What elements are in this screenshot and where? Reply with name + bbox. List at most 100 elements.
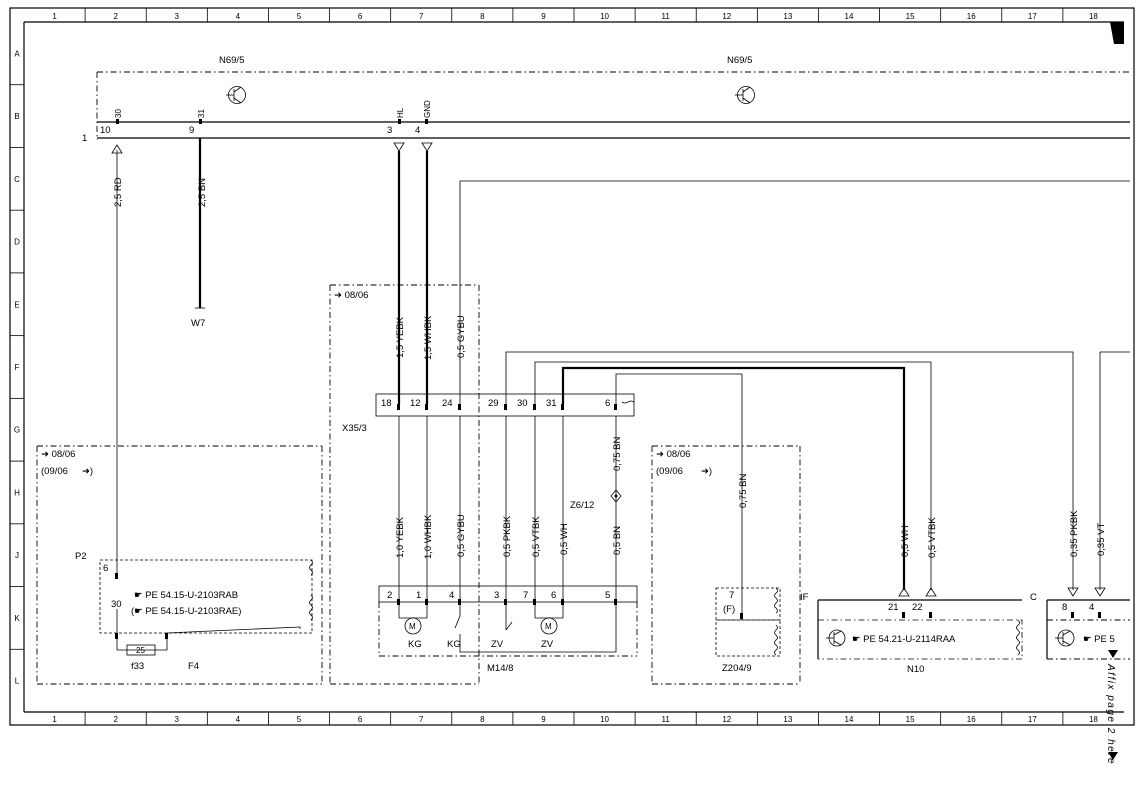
grid-column-label: 7 xyxy=(419,715,424,724)
z204-pin-marker xyxy=(740,613,743,619)
x35-pin-markers xyxy=(397,404,617,410)
grid-column-label: 14 xyxy=(845,715,854,724)
x35-pin: 6 xyxy=(605,398,610,409)
spring-icon xyxy=(621,400,635,404)
line-number: 1 xyxy=(82,133,87,144)
grid-column-label: 3 xyxy=(175,715,180,724)
n10-pin-marker xyxy=(929,612,932,618)
grid-column-label: 5 xyxy=(297,715,302,724)
n69-pin-number: 3 xyxy=(387,125,392,136)
transistor-icon xyxy=(735,86,755,104)
arrow-down-icon xyxy=(393,142,405,152)
n10-pin: 22 xyxy=(912,602,923,613)
grid-column-label: 5 xyxy=(297,12,302,21)
wire-label-pkbk035: 0,35 PKBK xyxy=(1069,510,1080,557)
p2-pin: 30 xyxy=(111,599,122,610)
wire-label-bn075b: 0,75 BN xyxy=(738,474,749,508)
frame-border xyxy=(9,7,1135,726)
splice-dot xyxy=(614,494,618,498)
n69-pin: 31 9 xyxy=(189,109,206,136)
wire-label-n10vtbk: 0,5 VTBK xyxy=(927,517,938,558)
w7-label: W7 xyxy=(191,318,205,329)
grid-column-label: 6 xyxy=(358,12,363,21)
x35-pin: 12 xyxy=(410,398,421,409)
n69-pin-name: HL xyxy=(396,107,405,118)
grid-column-label: 2 xyxy=(113,12,118,21)
spring-icon xyxy=(774,587,778,656)
n69-pin: GND 4 xyxy=(415,100,432,136)
wire-label-pkbk: 0,5 PKBK xyxy=(502,515,513,557)
wire-label-vt035: 0,35 VT xyxy=(1096,523,1107,556)
p2-reference-a: ☛ PE 54.15-U-2103RAB xyxy=(134,590,238,601)
grid-column-label: 2 xyxy=(113,715,118,724)
n10-label: N10 xyxy=(907,664,924,675)
wire-bn-loop xyxy=(615,373,743,620)
spring-icon xyxy=(309,559,313,621)
grid-row-label: D xyxy=(14,238,20,247)
p2-pin-marker xyxy=(115,633,118,639)
grid-column-label: 16 xyxy=(967,715,976,724)
z204-label: Z204/9 xyxy=(722,663,752,674)
m14-pin: 1 xyxy=(416,590,421,601)
grid-column-label: 12 xyxy=(722,12,731,21)
kg-motor-wiring xyxy=(398,605,428,619)
grid-column-label: 13 xyxy=(783,715,792,724)
grid-row-label: J xyxy=(15,551,19,560)
right-pin: 8 xyxy=(1062,602,1067,613)
n10-if-label: IF xyxy=(800,592,809,603)
n69-pin-number: 10 xyxy=(100,125,111,136)
grid-column-label: 1 xyxy=(52,715,57,724)
wire-wh-loop xyxy=(561,366,906,590)
z204-body xyxy=(715,619,781,657)
grid-column-label: 15 xyxy=(906,12,915,21)
motor-icon xyxy=(540,617,558,635)
n69-pin-number: 4 xyxy=(415,125,420,136)
zv-switch-icon xyxy=(505,605,513,631)
f4-label: F4 xyxy=(188,661,199,672)
wire-label-bn05: 0,5 BN xyxy=(612,526,623,555)
arrow-down-icon xyxy=(1067,587,1079,597)
grid-column-label: 11 xyxy=(662,715,671,724)
grid-column-label: 4 xyxy=(236,715,241,724)
grid-row-label: B xyxy=(14,112,19,121)
arrow-down-icon xyxy=(421,142,433,152)
z204-version-until: (09/06➜) xyxy=(656,466,712,477)
n69-label-left: N69/5 xyxy=(219,55,244,66)
wire-label-whbk10: 1,0 WHBK xyxy=(423,514,434,559)
right-pin: 4 xyxy=(1089,602,1094,613)
grid-column-label: 9 xyxy=(541,715,546,724)
wire-vtbk-loop xyxy=(534,361,932,590)
grid-column-label: 10 xyxy=(600,715,609,724)
p2-reference-b: (☛ PE 54.15-U-2103RAE) xyxy=(131,606,241,617)
m14-pin: 2 xyxy=(387,590,392,601)
p2-pin: 6 xyxy=(103,563,108,574)
wire-label-vtbk: 0,5 VTBK xyxy=(531,516,542,557)
arrow-down-icon xyxy=(1094,587,1106,597)
wire-label-bn075a: 0,75 BN xyxy=(612,437,623,471)
grid-row-label: F xyxy=(15,363,20,372)
grid-column-label: 16 xyxy=(967,12,976,21)
wire-label-gybu05a: 0,5 GYBU xyxy=(456,315,467,358)
z204-pin-sub: (F) xyxy=(723,604,735,615)
grid-row-label: A xyxy=(14,49,20,58)
n69-pin: 30 10 xyxy=(100,109,123,136)
wire-label-wh: 0,5 WH xyxy=(559,523,570,555)
transistor-icon xyxy=(826,629,846,647)
wire-label-n10wh: 0,5 WH xyxy=(900,525,911,557)
n10-c-label: C xyxy=(1030,592,1037,603)
wire-label-yebk10: 1,0 YEBK xyxy=(395,516,406,558)
grid-row-label: G xyxy=(14,426,20,435)
page-corner-marker xyxy=(1110,22,1124,44)
transistor-icon xyxy=(1055,629,1075,647)
x35-version-from: ➜ 08/06 xyxy=(334,290,368,301)
affix-note: Affix page 2 here xyxy=(1105,663,1116,765)
grid-column-label: 14 xyxy=(845,12,854,21)
x35-pin: 24 xyxy=(442,398,453,409)
n10-reference: ☛ PE 54.21-U-2114RAA xyxy=(852,634,956,645)
grid-row-label: K xyxy=(14,614,20,623)
x35-pin: 30 xyxy=(517,398,528,409)
m14-pin: 7 xyxy=(523,590,528,601)
m14-pin: 6 xyxy=(551,590,556,601)
right-reference: ☛ PE 5 xyxy=(1083,634,1115,645)
